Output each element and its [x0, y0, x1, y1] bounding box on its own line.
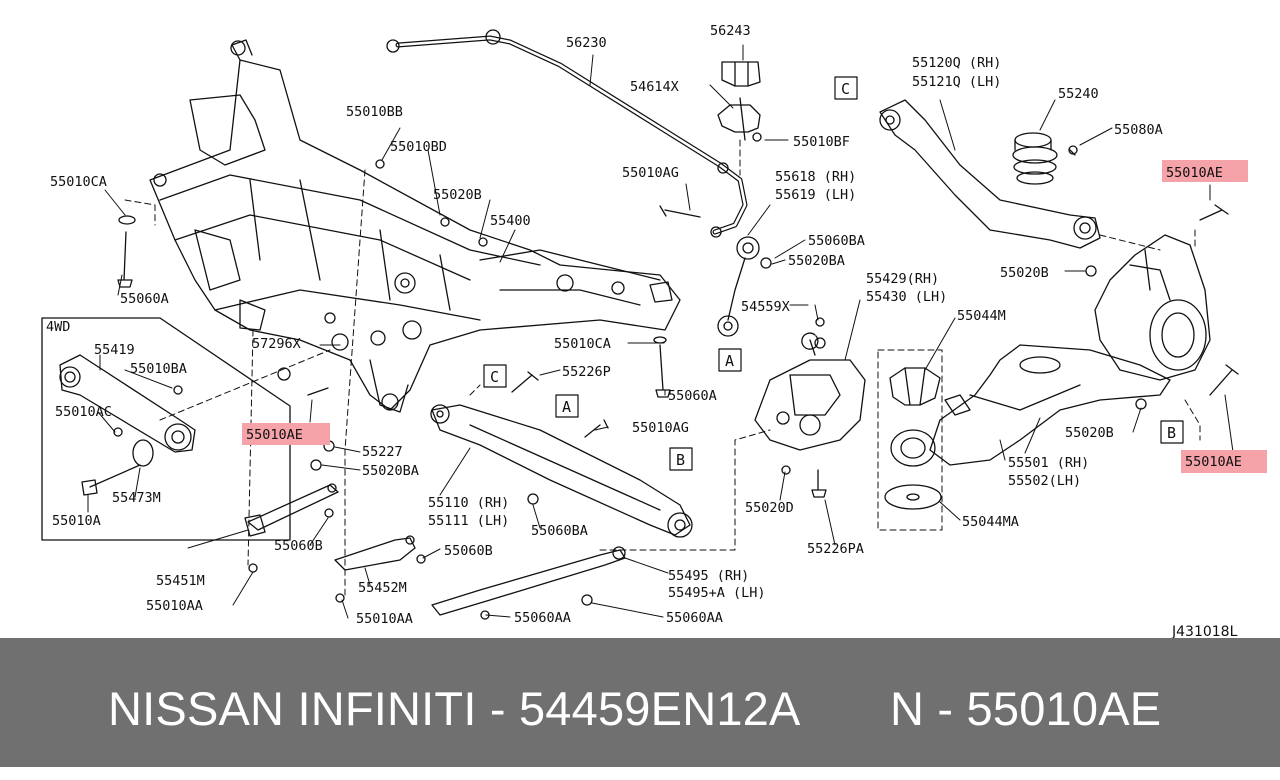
rear-subframe-drawing [149, 39, 681, 413]
callout-55010bd: 55010BD [390, 139, 447, 155]
callout-55120q: 55120Q (RH) [912, 55, 1001, 71]
callout-55429: 55429(RH) [866, 271, 939, 287]
oem-part-number: NISSAN INFINITI - 54459EN12A [108, 682, 801, 735]
callout-55473m: 55473M [112, 490, 161, 506]
diagram-reference-code: J431018L [1171, 624, 1238, 638]
callout-55020ba-1: 55020BA [788, 253, 845, 269]
callout-55080a: 55080A [1114, 122, 1163, 138]
callout-55010ba: 55010BA [130, 361, 187, 377]
callout-57296x: 57296X [252, 336, 301, 352]
callout-55060ba-1: 55060BA [808, 233, 865, 249]
knuckle-drawing [1094, 234, 1211, 381]
upper-arm-drawing [879, 99, 1101, 249]
callout-55044ma: 55044MA [962, 514, 1019, 530]
callout-55060aa-2: 55060AA [666, 610, 723, 626]
callout-55060a-center: 55060A [668, 388, 717, 404]
callout-55111: 55111 (LH) [428, 513, 509, 529]
parts-diagram: 56230 56243 54614X 55010BF 55120Q (RH) 5… [41, 23, 1267, 638]
callout-55020b-2: 55020B [1000, 265, 1049, 281]
highlight-boxes [242, 160, 1267, 473]
callout-55010aa-2: 55010AA [356, 611, 413, 627]
bolt-drawings [117, 132, 1239, 620]
callout-54559x: 54559X [741, 299, 790, 315]
callout-55060a-left: 55060A [120, 291, 169, 307]
callout-55020b-3: 55020B [1065, 425, 1114, 441]
callout-55419: 55419 [94, 342, 135, 358]
lower-arm-drawing [929, 344, 1171, 466]
callout-55010ae-mid: 55010AE [246, 427, 303, 443]
dashed-guide-lines [124, 139, 1201, 596]
letter-boxes [483, 76, 1184, 471]
bump-stop-drawing [1012, 132, 1058, 185]
box-letter-c-center: C [490, 368, 499, 386]
bracket-55452m-drawing [334, 535, 416, 571]
callout-55060ba-2: 55060BA [531, 523, 588, 539]
callout-55226pa: 55226PA [807, 541, 864, 557]
callout-55060b-2: 55060B [444, 543, 493, 559]
component-part-number: N - 55010AE [890, 682, 1162, 735]
lower-link-drawing [430, 404, 693, 538]
callout-55502: 55502(LH) [1008, 473, 1081, 489]
box-letter-b-right: B [1167, 424, 1176, 442]
callout-55226p: 55226P [562, 364, 611, 380]
callout-55400: 55400 [490, 213, 531, 229]
callout-55010ca-left: 55010CA [50, 174, 107, 190]
callout-55060aa-1: 55060AA [514, 610, 571, 626]
box-letter-a-arm: A [562, 398, 571, 416]
callout-55044m: 55044M [957, 308, 1006, 324]
callout-labels: 56230 56243 54614X 55010BF 55120Q (RH) 5… [46, 23, 1242, 638]
shock-bracket-drawing [754, 332, 866, 451]
callout-55452m: 55452M [358, 580, 407, 596]
callout-55618: 55618 (RH) [775, 169, 856, 185]
callout-55110: 55110 (RH) [428, 495, 509, 511]
callout-55010ag-2: 55010AG [632, 420, 689, 436]
callout-55010bb: 55010BB [346, 104, 403, 120]
callout-55495a: 55495+A (LH) [668, 585, 766, 601]
callout-55010ag-1: 55010AG [622, 165, 679, 181]
stabilizer-link-drawing [710, 226, 760, 337]
box-letter-c-top: C [841, 80, 850, 98]
callout-55010aa-1: 55010AA [146, 598, 203, 614]
callout-56243: 56243 [710, 23, 751, 39]
callout-55501: 55501 (RH) [1008, 455, 1089, 471]
callout-55227: 55227 [362, 444, 403, 460]
callout-55121q: 55121Q (LH) [912, 74, 1001, 90]
leader-lines [87, 44, 1234, 619]
callout-55010bf: 55010BF [793, 134, 850, 150]
callout-55010ac: 55010AC [55, 404, 112, 420]
callout-55060b-1: 55060B [274, 538, 323, 554]
callout-55010ca-center: 55010CA [554, 336, 611, 352]
spring-seat-drawing [884, 367, 942, 510]
callout-55010ae-top: 55010AE [1166, 165, 1223, 181]
strut-bar-55451m-drawing [244, 483, 339, 537]
callout-55010a: 55010A [52, 513, 101, 529]
callout-55020ba-2: 55020BA [362, 463, 419, 479]
callout-55619: 55619 (LH) [775, 187, 856, 203]
stabilizer-bar-drawing [386, 29, 748, 235]
part-number-banner: NISSAN INFINITI - 54459EN12A N - 55010AE [0, 638, 1280, 767]
callout-4wd-title: 4WD [46, 319, 70, 335]
callout-54614x: 54614X [630, 79, 679, 95]
box-letter-a-link: A [725, 352, 734, 370]
callout-55430: 55430 (LH) [866, 289, 947, 305]
callout-55020b-1: 55020B [433, 187, 482, 203]
callout-55020d: 55020D [745, 500, 794, 516]
callout-55495: 55495 (RH) [668, 568, 749, 584]
callout-56230: 56230 [566, 35, 607, 51]
inset-4wd-frame [41, 317, 291, 541]
stabilizer-bushing-drawing [717, 61, 761, 141]
callout-55451m: 55451M [156, 573, 205, 589]
callout-55240: 55240 [1058, 86, 1099, 102]
callout-55010ae-right: 55010AE [1185, 454, 1242, 470]
box-letter-b-arm: B [676, 451, 685, 469]
